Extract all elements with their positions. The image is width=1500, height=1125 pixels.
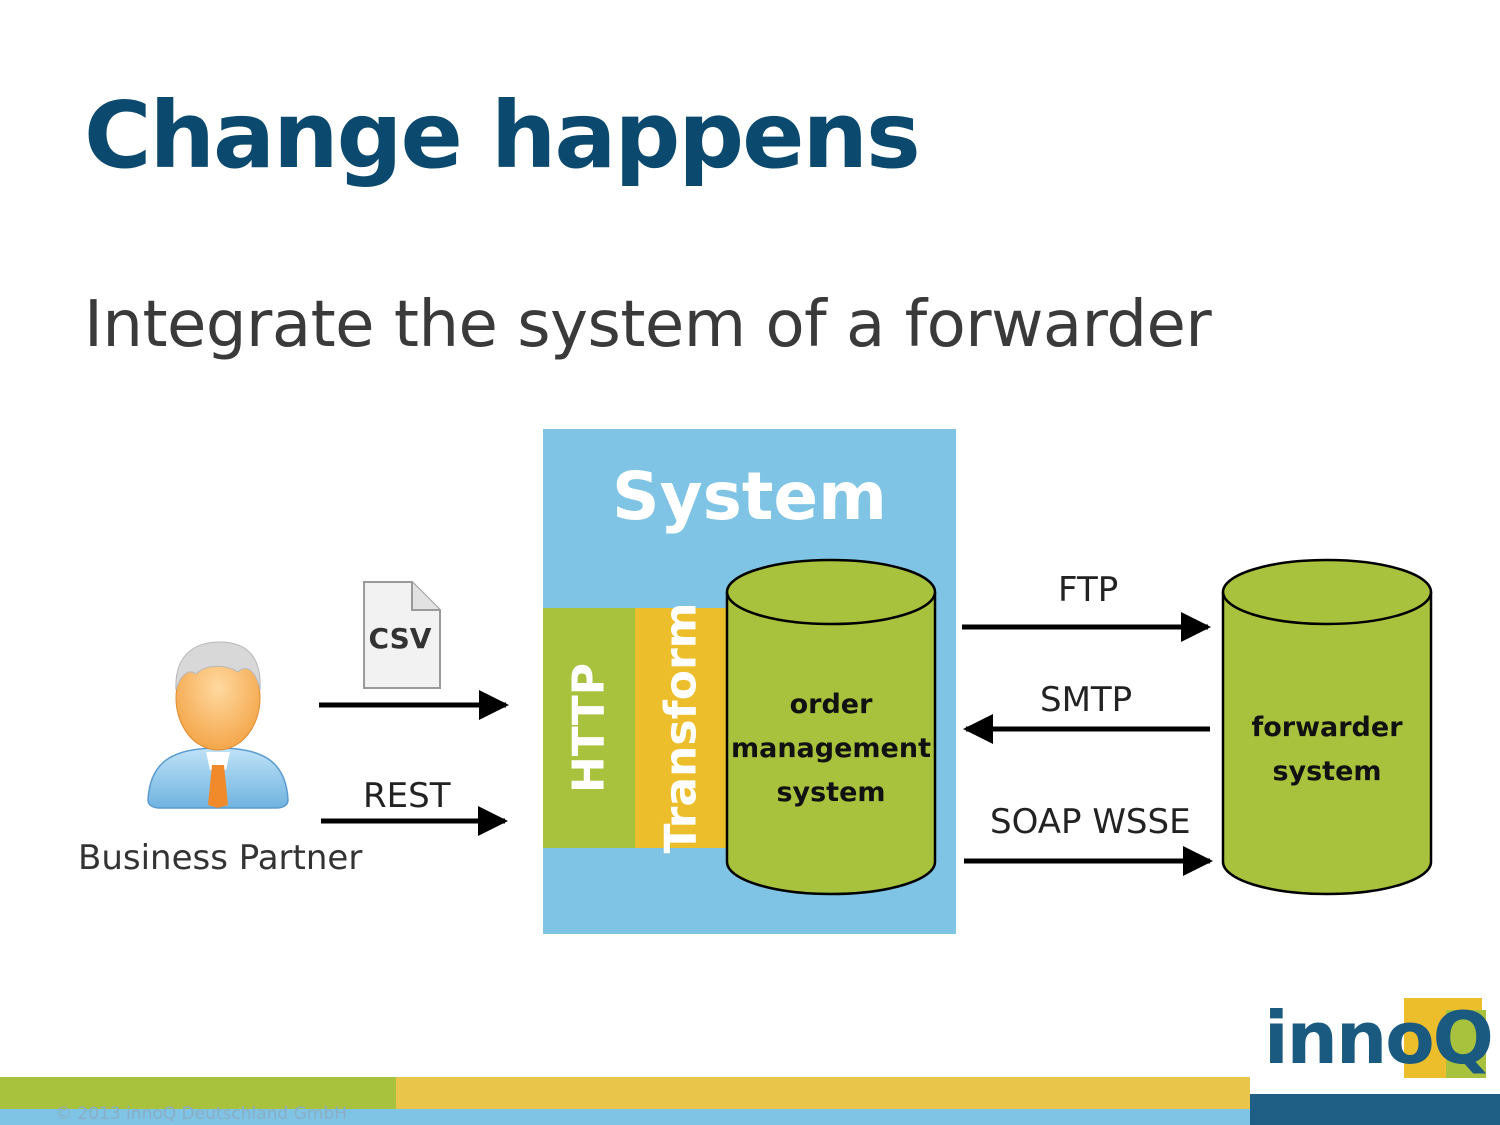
- innoq-logo: innoQ: [1264, 996, 1494, 1080]
- oms-line-2: management: [730, 733, 931, 764]
- oms-line-3: system: [776, 777, 886, 808]
- forwarder-line-1: forwarder: [1251, 712, 1403, 743]
- logo-green-square: [1446, 1010, 1486, 1078]
- business-partner-label: Business Partner: [78, 838, 363, 878]
- page-subtitle: Integrate the system of a forwarder: [84, 288, 1212, 362]
- page-title: Change happens: [84, 82, 921, 189]
- order-management-label: order management system: [727, 683, 935, 815]
- system-label: System: [612, 458, 887, 535]
- person-icon: [147, 641, 289, 809]
- copyright-text: © 2013 innoQ Deutschland GmbH: [55, 1104, 347, 1124]
- soap-wsse-label: SOAP WSSE: [990, 802, 1191, 842]
- footer-dark-band: [1250, 1094, 1500, 1125]
- document-icon: [363, 581, 441, 689]
- footer-yellow-band: [396, 1077, 1250, 1109]
- rest-label: REST: [363, 776, 451, 816]
- forwarder-line-2: system: [1272, 756, 1382, 787]
- footer-blue-band: [0, 1109, 1250, 1125]
- smtp-label: SMTP: [1040, 680, 1133, 720]
- forwarder-label: forwarder system: [1223, 706, 1431, 794]
- order-management-cylinder: [725, 558, 937, 896]
- oms-line-1: order: [789, 689, 873, 720]
- footer-green-band: [0, 1077, 396, 1109]
- csv-label: CSV: [368, 622, 432, 655]
- transform-layer: Transform: [635, 602, 727, 854]
- ftp-label: FTP: [1058, 570, 1119, 610]
- http-layer: HTTP: [543, 608, 635, 848]
- forwarder-cylinder: [1221, 558, 1433, 896]
